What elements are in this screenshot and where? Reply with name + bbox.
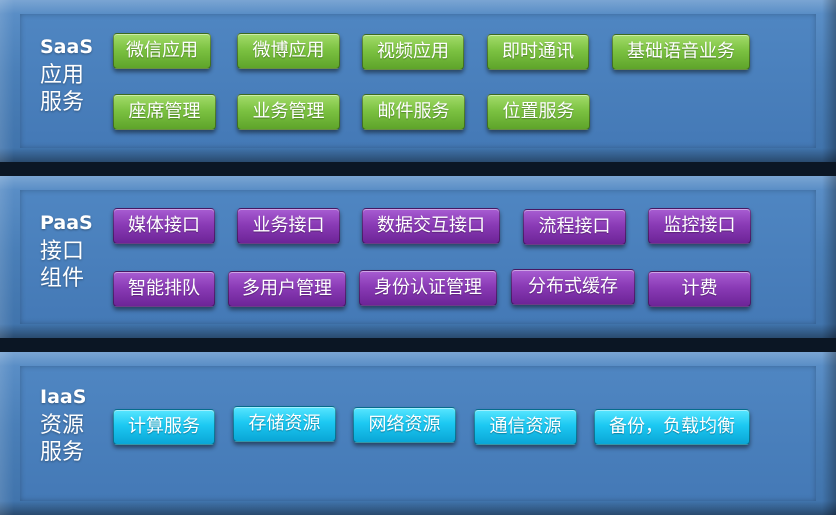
saas-item-instant-messaging[interactable]: 即时通讯 bbox=[487, 34, 589, 70]
saas-item-wechat-app[interactable]: 微信应用 bbox=[113, 33, 211, 69]
iaas-item-network-resource[interactable]: 网络资源 bbox=[353, 407, 456, 443]
paas-item-process-interface[interactable]: 流程接口 bbox=[523, 209, 626, 245]
paas-layer: PaaS 接口组件 媒体接口 业务接口 数据交互接口 流程接口 监控接口 智能排… bbox=[0, 176, 836, 338]
paas-title: PaaS bbox=[40, 212, 93, 234]
saas-label: SaaS 应用服务 bbox=[40, 38, 93, 116]
paas-item-business-interface[interactable]: 业务接口 bbox=[237, 208, 340, 244]
paas-subtitle: 接口组件 bbox=[40, 239, 85, 291]
iaas-item-backup-load-balancing[interactable]: 备份，负载均衡 bbox=[594, 409, 750, 445]
iaas-item-compute-service[interactable]: 计算服务 bbox=[113, 409, 215, 445]
paas-item-media-interface[interactable]: 媒体接口 bbox=[113, 208, 215, 244]
saas-item-weibo-app[interactable]: 微博应用 bbox=[237, 33, 340, 69]
iaas-label: IaaS 资源服务 bbox=[40, 388, 90, 466]
iaas-subtitle: 资源服务 bbox=[40, 413, 85, 465]
saas-item-location-service[interactable]: 位置服务 bbox=[487, 94, 590, 130]
saas-layer: SaaS 应用服务 微信应用 微博应用 视频应用 即时通讯 基础语音业务 座席管… bbox=[0, 0, 836, 162]
paas-item-identity-auth-management[interactable]: 身份认证管理 bbox=[359, 270, 497, 306]
saas-item-business-management[interactable]: 业务管理 bbox=[237, 94, 340, 130]
paas-item-monitor-interface[interactable]: 监控接口 bbox=[648, 208, 751, 244]
paas-item-data-exchange-interface[interactable]: 数据交互接口 bbox=[362, 208, 500, 244]
saas-item-mail-service[interactable]: 邮件服务 bbox=[362, 94, 465, 130]
paas-item-billing[interactable]: 计费 bbox=[648, 271, 751, 307]
iaas-layer: IaaS 资源服务 计算服务 存储资源 网络资源 通信资源 备份，负载均衡 bbox=[0, 352, 836, 515]
paas-item-distributed-cache[interactable]: 分布式缓存 bbox=[511, 269, 635, 305]
saas-item-video-app[interactable]: 视频应用 bbox=[362, 34, 464, 70]
paas-item-smart-queue[interactable]: 智能排队 bbox=[113, 271, 215, 307]
saas-item-seat-management[interactable]: 座席管理 bbox=[113, 94, 216, 130]
iaas-title: IaaS bbox=[40, 386, 87, 408]
saas-subtitle: 应用服务 bbox=[40, 63, 85, 115]
paas-label: PaaS 接口组件 bbox=[40, 214, 93, 292]
saas-title: SaaS bbox=[40, 36, 94, 58]
iaas-item-communication-resource[interactable]: 通信资源 bbox=[474, 409, 577, 445]
iaas-item-storage-resource[interactable]: 存储资源 bbox=[233, 406, 336, 442]
saas-item-basic-voice[interactable]: 基础语音业务 bbox=[612, 34, 750, 70]
paas-item-multi-user-management[interactable]: 多用户管理 bbox=[228, 271, 346, 307]
